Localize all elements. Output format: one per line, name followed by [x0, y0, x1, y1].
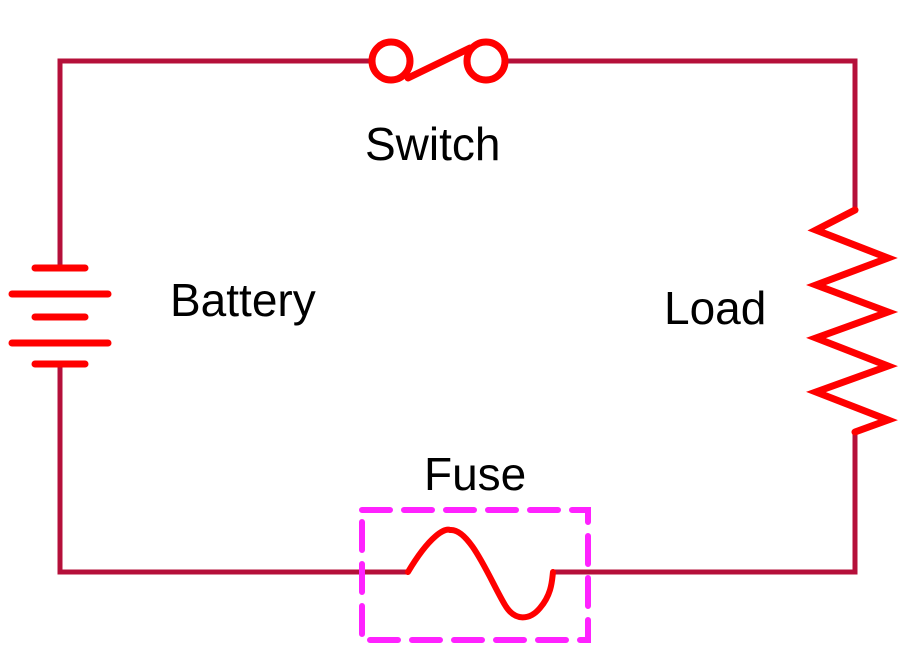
switch-contact-right — [463, 38, 509, 84]
wire-top-right — [505, 58, 858, 210]
switch-label: Switch — [365, 118, 500, 170]
wire-bottom-left — [57, 364, 408, 575]
wire-right-bottom — [553, 432, 858, 575]
circuit-wires — [57, 58, 858, 575]
fuse-element — [405, 526, 556, 621]
wire-top-left — [57, 58, 372, 268]
resistor-icon — [806, 206, 899, 436]
switch-contact-left — [368, 38, 414, 84]
switch-lever — [404, 44, 474, 82]
battery-icon — [8, 264, 112, 368]
load-label: Load — [664, 282, 766, 334]
fuse-icon — [359, 507, 591, 643]
battery-label: Battery — [170, 274, 316, 326]
fuse-label: Fuse — [424, 448, 526, 500]
fuse-housing — [359, 507, 591, 643]
switch-open-icon — [368, 38, 509, 84]
